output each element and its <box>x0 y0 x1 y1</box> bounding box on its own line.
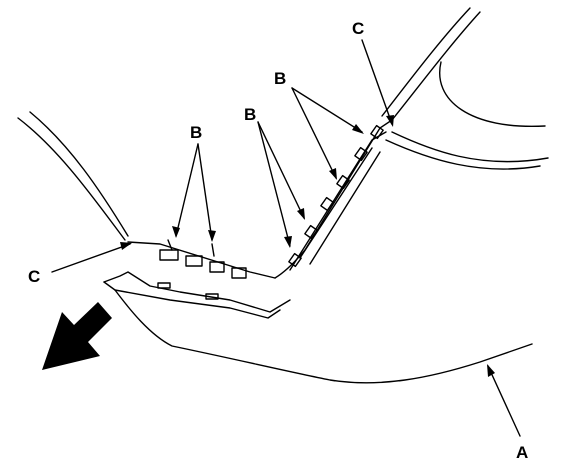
bumper-lower-skin <box>114 289 533 384</box>
leader-b-top-1 <box>291 87 337 179</box>
bumper-top-left <box>127 241 276 279</box>
fender-edge-outer <box>17 117 126 241</box>
bracket-slot-1 <box>157 282 171 289</box>
leader-b-left-2 <box>197 143 213 241</box>
leader-b-top-2 <box>291 87 363 133</box>
arrowhead-b-left-1 <box>172 226 180 238</box>
leader-c-left <box>51 243 131 273</box>
label-c-top: C <box>352 19 364 38</box>
fender-edge-inner <box>29 111 129 237</box>
bracket-slot-2 <box>205 293 219 300</box>
clip-tabs-rising <box>288 124 384 268</box>
top-right-edge <box>391 131 549 163</box>
label-c-left: C <box>28 267 40 286</box>
arrowhead-b-left-2 <box>208 230 216 242</box>
bracket-lower <box>103 281 281 319</box>
label-b-mid: B <box>244 105 256 124</box>
arrowhead-c-top <box>386 115 394 127</box>
clip-tabs-left <box>159 239 247 279</box>
leader-c-top <box>361 39 393 125</box>
leader-b-left-1 <box>175 143 199 237</box>
leader-b-mid-1 <box>257 121 291 247</box>
arrowhead-b-top-1 <box>329 168 337 180</box>
hood-line-upper <box>381 7 471 117</box>
channel-line-1 <box>299 147 373 259</box>
arrowhead-c-left <box>120 242 132 250</box>
arrowhead-b-top-2 <box>352 124 364 134</box>
top-right-edge-2 <box>385 139 541 170</box>
arrowhead-b-mid-1 <box>284 236 292 248</box>
arrowhead-b-mid-2 <box>297 208 305 220</box>
arrowhead-a <box>487 364 495 377</box>
panel-curve <box>439 61 546 128</box>
bracket-outline <box>103 271 291 313</box>
channel-line-2 <box>309 151 381 265</box>
leader-b-mid-2 <box>257 121 305 219</box>
leader-a <box>487 365 521 437</box>
bumper-rising-edge-2 <box>289 131 387 271</box>
label-b-left: B <box>190 123 202 142</box>
label-a: A <box>516 443 528 462</box>
big-arrow-down-left-icon <box>42 302 112 370</box>
hood-line-lower <box>391 11 481 121</box>
label-b-top: B <box>274 69 286 88</box>
